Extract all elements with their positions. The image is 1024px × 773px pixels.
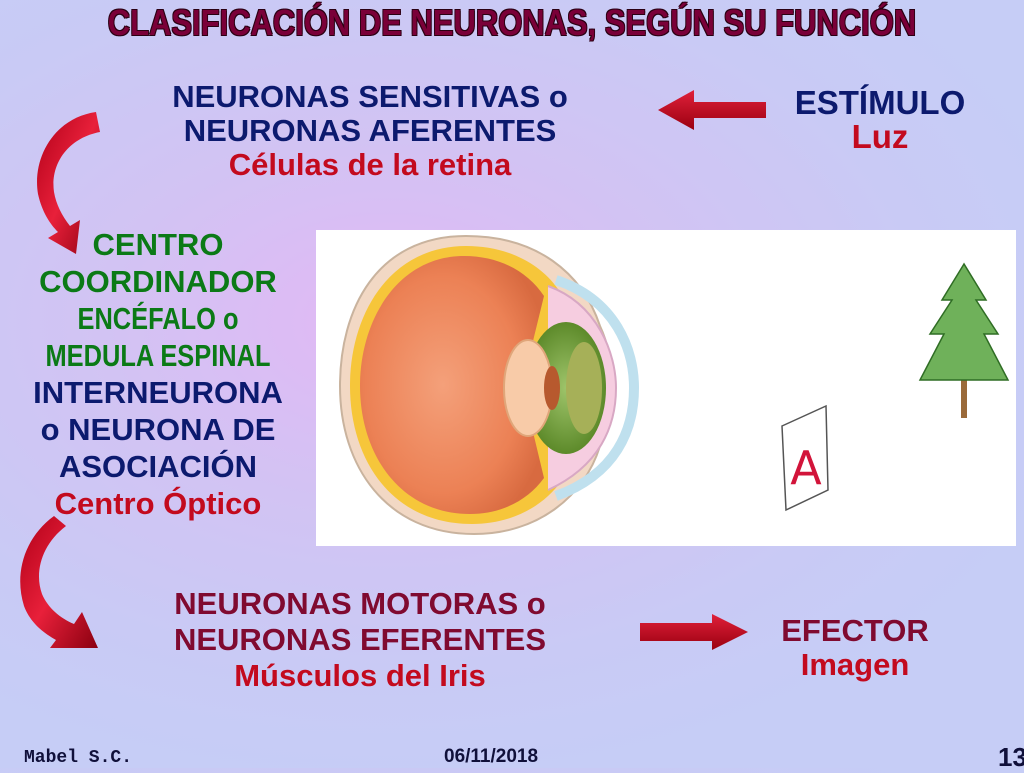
coordinator-line-7: ASOCIACIÓN (58, 449, 258, 484)
coordinator-line-4: MEDULA ESPINAL (45, 338, 271, 373)
sensory-neurons-block: NEURONAS SENSITIVAS o NEURONAS AFERENTES… (110, 80, 630, 182)
footer-date: 06/11/2018 (444, 746, 539, 767)
sensory-line-2: NEURONAS AFERENTES (183, 113, 557, 148)
slide-title: CLASIFICACIÓN DE NEURONAS, SEGÚN SU FUNC… (107, 2, 917, 43)
effector-example: Imagen (800, 647, 910, 682)
motor-line-2: NEURONAS EFERENTES (173, 622, 547, 657)
stimulus-example: Luz (851, 118, 909, 155)
motor-neurons-block: NEURONAS MOTORAS o NEURONAS EFERENTES Mú… (110, 586, 610, 694)
effector-label: EFECTOR (781, 613, 929, 648)
coordinator-line-1: CENTRO (92, 227, 224, 262)
letter-card-icon: A (781, 404, 829, 512)
sensory-line-1: NEURONAS SENSITIVAS o (172, 79, 568, 114)
tree-icon (918, 262, 1010, 418)
coordinator-block: CENTRO COORDINADOR ENCÉFALO o MEDULA ESP… (0, 226, 316, 522)
right-arrow-icon (640, 614, 748, 650)
coordinator-line-6: o NEURONA DE (40, 412, 276, 447)
footer-page-number: 13 (998, 742, 1024, 772)
left-arrow-icon (658, 90, 766, 130)
effector-block: EFECTOR Imagen (740, 614, 970, 682)
motor-example: Músculos del Iris (234, 658, 486, 693)
sensory-example: Células de la retina (228, 147, 512, 182)
stimulus-block: ESTÍMULO Luz (760, 86, 1000, 154)
eye-illustration: A (338, 234, 1010, 536)
coordinator-example: Centro Óptico (54, 486, 262, 521)
curved-arrow-icon (37, 112, 100, 254)
eye-illustration-panel: A (316, 230, 1016, 546)
motor-line-1: NEURONAS MOTORAS o (174, 586, 546, 621)
footer-author: Mabel S.C. (24, 748, 133, 768)
coordinator-line-2: COORDINADOR (39, 264, 277, 299)
card-letter: A (790, 441, 822, 495)
curved-arrow-icon (20, 516, 98, 648)
coordinator-line-3: ENCÉFALO o (77, 301, 239, 336)
coordinator-line-5: INTERNEURONA (33, 375, 283, 410)
stimulus-label: ESTÍMULO (794, 84, 966, 121)
